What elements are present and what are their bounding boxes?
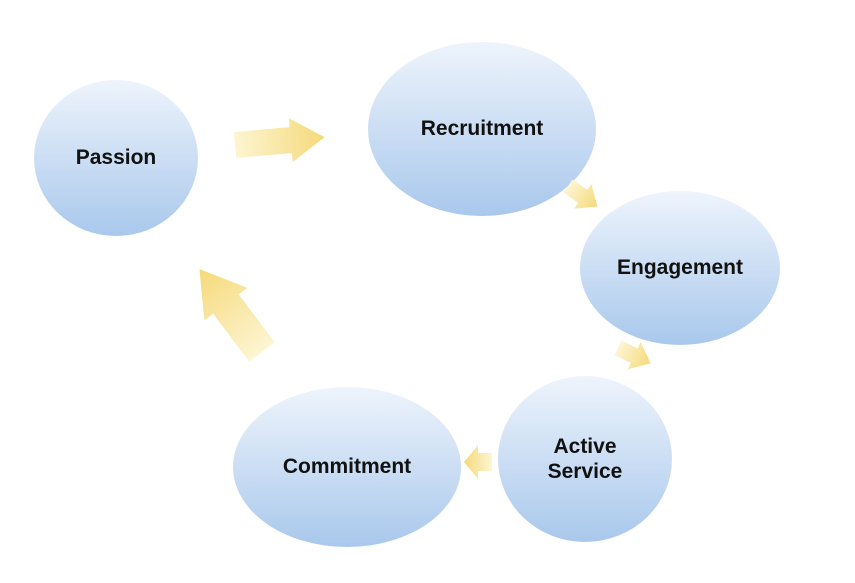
node-label-recruitment: Recruitment bbox=[420, 117, 544, 141]
node-active-service bbox=[498, 376, 672, 542]
node-label-commitment: Commitment bbox=[282, 455, 412, 479]
arrow-active-service-to-commitment bbox=[464, 445, 492, 479]
arrow-commitment-to-passion bbox=[199, 268, 275, 362]
node-label-passion: Passion bbox=[75, 146, 157, 170]
node-label-engagement: Engagement bbox=[616, 256, 744, 280]
node-recruitment bbox=[368, 42, 596, 216]
node-commitment bbox=[233, 387, 461, 547]
node-passion bbox=[34, 80, 198, 236]
arrow-recruitment-to-engagement bbox=[563, 179, 598, 209]
node-engagement bbox=[580, 191, 780, 345]
node-label-active-service: Active Service bbox=[547, 434, 623, 483]
arrow-engagement-to-active-service bbox=[614, 340, 651, 370]
arrow-passion-to-recruitment bbox=[233, 118, 325, 163]
